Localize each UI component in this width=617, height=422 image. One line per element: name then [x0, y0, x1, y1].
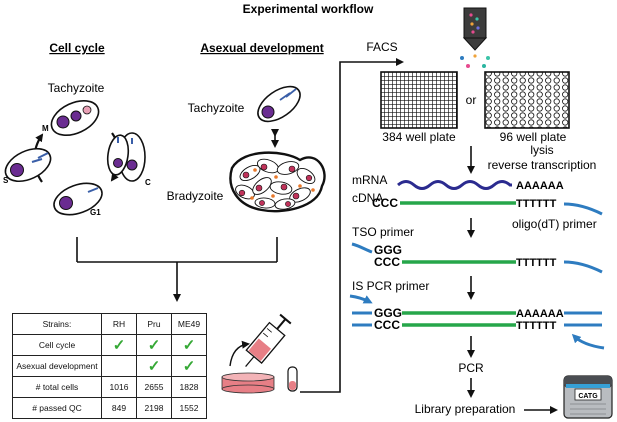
is-pcr-primer-label: IS PCR primer: [352, 279, 429, 293]
plate-384-label: 384 well plate: [382, 130, 456, 144]
plate-384-well: [380, 71, 458, 129]
cell-cycle-heading: Cell cycle: [49, 41, 105, 55]
phase-c-label: C: [145, 178, 151, 187]
check-icon: ✓: [136, 355, 172, 377]
row-label: # total cells: [12, 376, 102, 398]
polya-2: AAAAAA: [516, 308, 564, 320]
row-label: Cell cycle: [12, 334, 102, 356]
bradyzoite-label: Bradyzoite: [167, 189, 224, 203]
check-icon: ✓: [101, 334, 137, 356]
table-header-cell: Pru: [136, 313, 172, 335]
ggg-label-2: GGG: [374, 306, 402, 320]
table-row: Cell cycle ✓ ✓ ✓: [12, 334, 207, 356]
ccc-label-3: CCC: [374, 318, 400, 332]
or-label: or: [466, 93, 477, 107]
mrna-strand: [397, 180, 512, 190]
table-cell: 1552: [171, 397, 207, 419]
is-pcr-primer-reverse: [571, 333, 605, 350]
asexual-heading: Asexual development: [200, 41, 323, 55]
oligo-dt-primer: [563, 202, 603, 216]
table-cell: 2198: [136, 397, 172, 419]
ccc-label-1: CCC: [372, 196, 398, 210]
plate-96-well: [484, 71, 570, 129]
table-row: # total cells 1016 2655 1828: [12, 376, 207, 398]
phase-s-label: S: [3, 176, 9, 185]
to-facs-connector: [300, 58, 404, 393]
table-cell: 2655: [136, 376, 172, 398]
facs-label: FACS: [366, 40, 397, 54]
ccc-label-2: CCC: [374, 255, 400, 269]
table-header-cell: RH: [101, 313, 137, 335]
mrna-label: mRNA: [352, 173, 387, 187]
check-icon: ✓: [171, 355, 207, 377]
table-header-cell: ME49: [171, 313, 207, 335]
parasite-s-stage: [4, 147, 52, 183]
lysis-label: lysis: [530, 143, 553, 157]
parasite-m-stage: [50, 99, 100, 137]
table-cell: 1828: [171, 376, 207, 398]
plate-96-label: 96 well plate: [500, 130, 567, 144]
polyt-3: TTTTTT: [516, 320, 557, 332]
syringe: [245, 313, 292, 367]
polya-tail: AAAAAA: [516, 180, 564, 192]
table-cell: 849: [101, 397, 137, 419]
tso-primer-label: TSO primer: [352, 225, 414, 239]
table-header-cell: Strains:: [12, 313, 102, 335]
figure-title: Experimental workflow: [243, 2, 374, 16]
chip-label: CATG: [578, 393, 598, 400]
parasite-c-stage: [106, 132, 146, 182]
oligo-dt-label: oligo(dT) primer: [512, 217, 597, 231]
phase-m-label: M: [42, 124, 49, 133]
sequencer-chip-icon: [563, 375, 613, 419]
table-cell: [101, 355, 137, 377]
table-row: # passed QC 849 2198 1552: [12, 397, 207, 419]
parasite-g1-stage: [53, 182, 103, 216]
table-row: Asexual development ✓ ✓: [12, 355, 207, 377]
pcr-label: PCR: [458, 361, 484, 375]
oligo-dt-primer-2: [563, 260, 603, 274]
table-header-row: Strains: RH Pru ME49: [12, 313, 207, 335]
check-icon: ✓: [136, 334, 172, 356]
reverse-transcription-label: reverse transcription: [488, 158, 597, 172]
cdna-label: cDNA: [352, 191, 383, 205]
bradyzoite-cyst: [229, 151, 326, 213]
cell-cycle-diagram: [4, 99, 146, 216]
ggg-label-1: GGG: [374, 243, 402, 257]
culture-dish: [221, 372, 275, 394]
tso-primer: [351, 242, 373, 254]
is-pcr-primer-forward: [349, 294, 373, 304]
check-icon: ✓: [171, 334, 207, 356]
row-label: Asexual development: [12, 355, 102, 377]
cell-cycle-tachyzoite-label: Tachyzoite: [48, 81, 105, 95]
row-label: # passed QC: [12, 397, 102, 419]
asexual-tachyzoite-label: Tachyzoite: [188, 101, 245, 115]
polyt-2: TTTTTT: [516, 257, 557, 269]
merge-connector: [76, 237, 278, 302]
facs-nozzle-icon: [460, 7, 490, 68]
phase-g1-label: G1: [90, 208, 101, 217]
dish-to-syringe-arrow: [229, 340, 250, 367]
polyt-1: TTTTTT: [516, 198, 557, 210]
tachyzoite-parasite: [257, 85, 301, 123]
sample-tube: [287, 366, 298, 392]
strains-table: Strains: RH Pru ME49 Cell cycle ✓ ✓ ✓ As…: [12, 313, 207, 419]
table-cell: 1016: [101, 376, 137, 398]
library-preparation-label: Library preparation: [415, 402, 516, 416]
